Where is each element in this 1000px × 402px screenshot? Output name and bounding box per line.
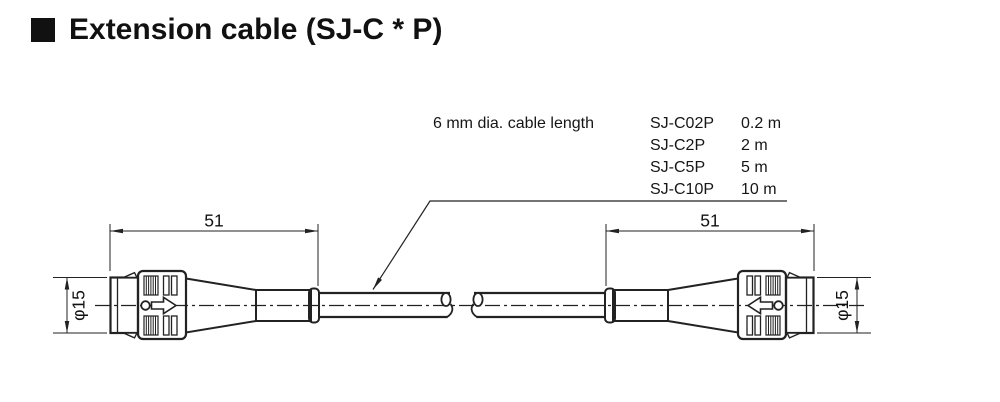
connector-right — [470, 222, 873, 341]
model-table: SJ-C02P 0.2 m SJ-C2P 2 m SJ-C5P 5 m SJ-C… — [650, 113, 781, 201]
body-slot — [170, 315, 178, 336]
connector-body — [136, 269, 188, 341]
rib-block-bottom — [143, 315, 159, 336]
connector-left — [53, 224, 454, 341]
model-name: SJ-C5P — [650, 159, 706, 176]
leader-line — [372, 200, 787, 290]
orientation-arrow-icon — [150, 295, 178, 316]
model-name: SJ-C10P — [650, 181, 715, 198]
dimension-label-right-diameter: φ15 — [832, 290, 852, 321]
cable-break — [440, 292, 454, 318]
model-name: SJ-C02P — [650, 115, 715, 132]
model-row: SJ-C02P 0.2 m — [650, 113, 781, 135]
dimension-label-left-length: 51 — [204, 211, 223, 231]
rib-block-top — [143, 275, 159, 296]
leader-arrow-icon — [373, 277, 382, 290]
body-slot — [162, 315, 170, 336]
latch-notch — [123, 332, 139, 339]
model-name: SJ-C2P — [650, 137, 706, 154]
model-row: SJ-C10P 10 m — [650, 179, 781, 201]
model-cable-length: 10 m — [741, 181, 777, 198]
length-dimension — [109, 224, 319, 286]
model-cable-length: 2 m — [741, 137, 768, 154]
diameter-dimension — [53, 277, 107, 334]
latch-notch — [123, 271, 139, 279]
model-cable-length: 5 m — [741, 159, 768, 176]
body-slot — [170, 275, 178, 296]
cable-segment — [319, 291, 454, 319]
section-header: Extension cable (SJ-C * P) — [31, 13, 442, 47]
orientation-circle — [140, 300, 151, 311]
body-slot — [162, 275, 170, 296]
cable-note-label: 6 mm dia. cable length — [433, 115, 594, 132]
model-cable-length: 0.2 m — [741, 115, 782, 132]
section-marker-icon — [31, 18, 55, 42]
connector-boot — [255, 289, 312, 322]
page-title: Extension cable (SJ-C * P) — [69, 13, 443, 46]
model-row: SJ-C2P 2 m — [650, 135, 781, 157]
dimension-label-left-diameter: φ15 — [69, 290, 89, 321]
model-row: SJ-C5P 5 m — [650, 157, 781, 179]
dimension-label-right-length: 51 — [700, 211, 719, 231]
boot-lip — [308, 287, 320, 324]
